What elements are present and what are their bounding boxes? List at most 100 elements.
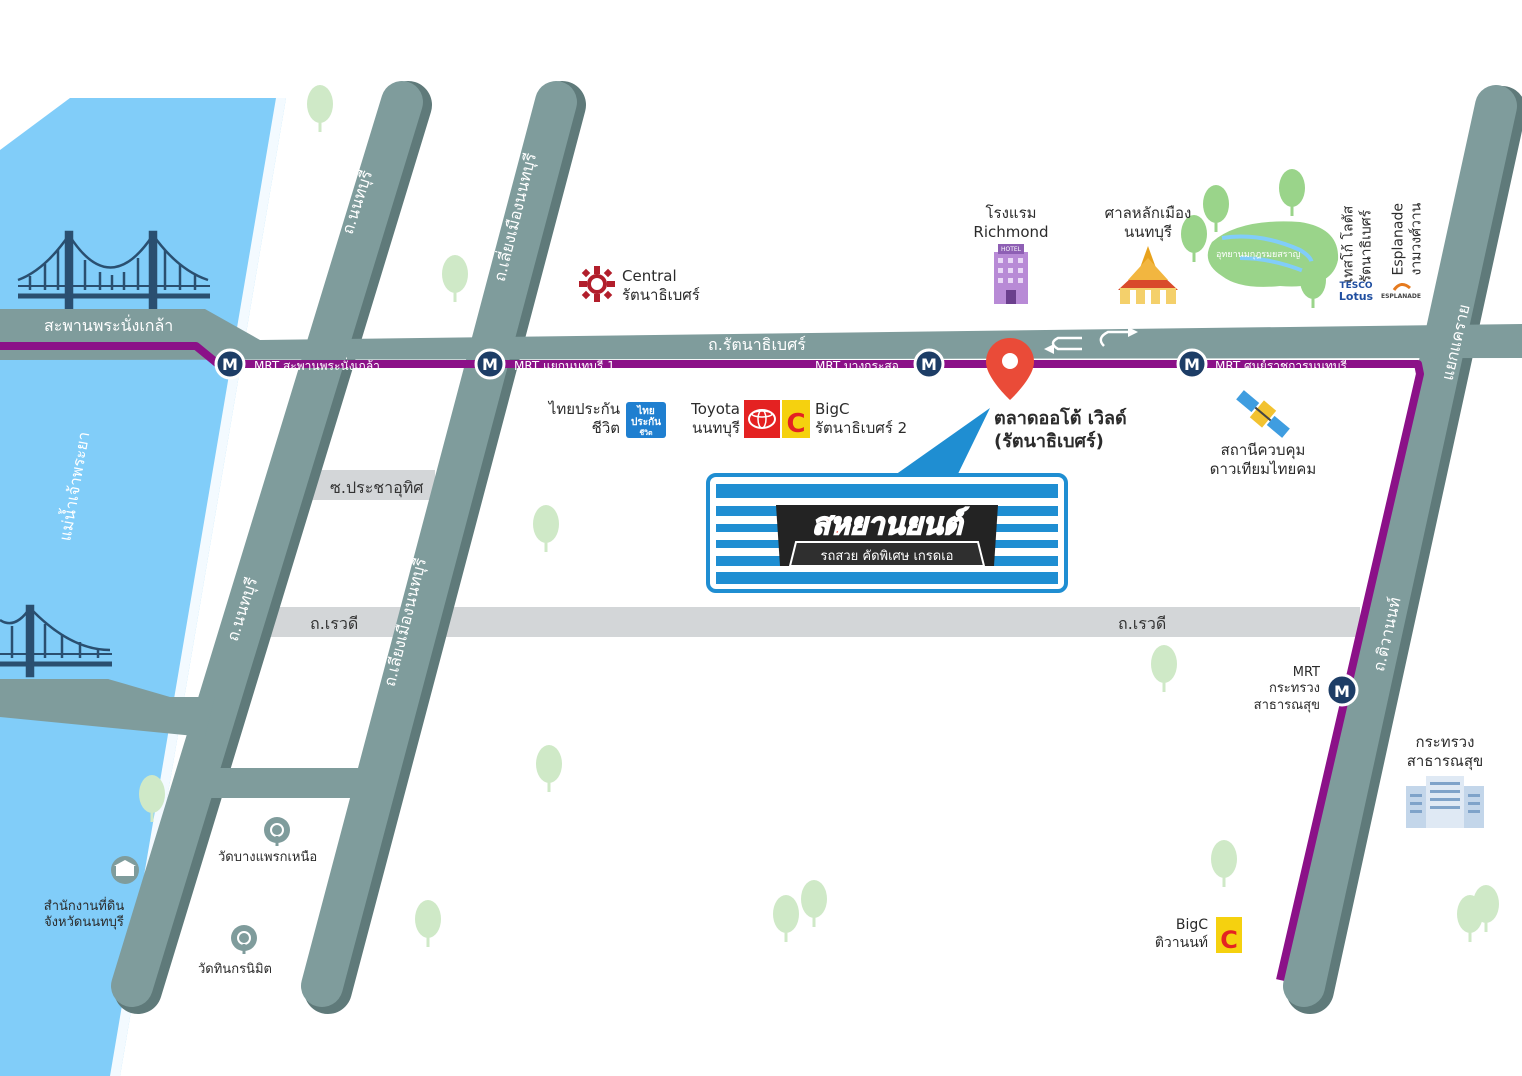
central-logo-icon bbox=[579, 266, 615, 302]
mrt-label-bang-krasor: MRT บางกระสอ bbox=[815, 359, 899, 373]
toyota-line1: Toyota bbox=[691, 400, 740, 418]
mrt-label-ministry: MRT กระทรวง สาธารณสุข bbox=[1236, 665, 1320, 714]
place-ministry: กระทรวง สาธารณสุข bbox=[1398, 733, 1492, 771]
thai-logo-text: ประกัน bbox=[631, 416, 661, 428]
land-office-icon bbox=[111, 856, 139, 884]
shrine-line2: นนทบุรี bbox=[1124, 222, 1172, 241]
dealer-sign bbox=[706, 473, 1068, 593]
mrt-station-yaek-nonthaburi bbox=[474, 348, 506, 380]
place-toyota: Toyota นนทบุรี bbox=[670, 400, 740, 438]
mrt-label-government-center: MRT ศูนย์ราชการนนทบุรี bbox=[1215, 359, 1347, 373]
lotus-logo-text: Lotus bbox=[1339, 290, 1374, 303]
mrt-ministry-line2: กระทรวง bbox=[1268, 681, 1320, 697]
place-auto-world-market: ตลาดออโต้ เวิลด์ (รัตนาธิเบศร์) bbox=[994, 408, 1127, 453]
central-name: Central bbox=[622, 267, 677, 285]
place-tesco: เทสโก้ โลตัส รัตนาธิเบศร์ bbox=[1341, 203, 1376, 283]
ministry-line2: สาธารณสุข bbox=[1406, 751, 1484, 770]
esplanade-line2: งามวงศ์วาน bbox=[1408, 202, 1424, 276]
satellite-icon bbox=[1236, 390, 1290, 438]
mrt-m-icon: M bbox=[222, 355, 238, 374]
toyota-logo-icon bbox=[744, 400, 780, 438]
shrine-icon bbox=[1118, 246, 1178, 304]
esplanade-logo-text: ESPLANADE bbox=[1381, 293, 1421, 300]
bigc-c-letter: C bbox=[786, 409, 805, 439]
richmond-line2: Richmond bbox=[973, 222, 1049, 241]
bigc-tiwanon-line2: ติวานนท์ bbox=[1154, 934, 1208, 951]
callout-pointer bbox=[888, 408, 990, 480]
bigc-line2: รัตนาธิเบศร์ 2 bbox=[815, 418, 908, 437]
tesco-line1: เทสโก้ โลตัส bbox=[1340, 205, 1357, 283]
mrt-m-icon: M bbox=[482, 355, 498, 374]
ministry-building-icon bbox=[1406, 776, 1484, 828]
dealer-tagline: รถสวย คัดพิเศษ เกรดเอ bbox=[821, 549, 954, 564]
place-bigc-tiwanon: BigC ติวานนท์ bbox=[1140, 917, 1208, 952]
temple-wheel-icon bbox=[231, 925, 257, 954]
ministry-line1: กระทรวง bbox=[1415, 733, 1475, 751]
central-branch: รัตนาธิเบศร์ bbox=[622, 285, 700, 304]
mrt-m-icon: M bbox=[1184, 355, 1200, 374]
temple-wheel-icon bbox=[264, 817, 290, 846]
satellite-line1: สถานีควบคุม bbox=[1220, 441, 1306, 459]
mrt-station-pranangklao bbox=[214, 348, 246, 380]
market-line2: (รัตนาธิเบศร์) bbox=[994, 430, 1104, 452]
dealer-name: สหยานยนต์ bbox=[812, 507, 970, 542]
mrt-ministry-line1: MRT bbox=[1292, 665, 1320, 680]
bridge-icon bbox=[17, 230, 210, 310]
bigc-tiwanon-line1: BigC bbox=[1175, 917, 1208, 933]
satellite-line2: ดาวเทียมไทยคม bbox=[1209, 459, 1317, 478]
place-bigc-ratthanathibet: BigC รัตนาธิเบศร์ 2 bbox=[815, 400, 907, 438]
mrt-station-bang-krasor bbox=[913, 348, 945, 380]
place-city-shrine: ศาลหลักเมือง นนทบุรี bbox=[1096, 204, 1200, 242]
place-land-office: สำนักงานที่ดิน จังหวัดนนทบุรี bbox=[30, 899, 138, 932]
side-roads bbox=[0, 309, 1522, 798]
hotel-sign: HOTEL bbox=[1001, 246, 1022, 253]
mrt-m-icon: M bbox=[921, 355, 937, 374]
toyota-line2: นนทบุรี bbox=[692, 418, 740, 437]
mrt-purple-line bbox=[0, 342, 1424, 981]
road-label-soi-pracha-uthit: ซ.ประชาอุทิศ bbox=[330, 478, 424, 497]
shrine-line1: ศาลหลักเมือง bbox=[1104, 204, 1192, 222]
thai-logo-text: ชีวิต bbox=[639, 429, 653, 437]
mrt-station-icons bbox=[214, 348, 1359, 707]
road-label-pranangklao-bridge: สะพานพระนั่งเกล้า bbox=[44, 316, 174, 335]
park-icon bbox=[1181, 169, 1339, 308]
richmond-line1: โรงแรม bbox=[985, 204, 1037, 222]
place-thaicom-station: สถานีควบคุม ดาวเทียมไทยคม bbox=[1196, 441, 1330, 479]
bigc-line1: BigC bbox=[815, 400, 850, 418]
mrt-ministry-line3: สาธารณสุข bbox=[1253, 697, 1320, 713]
bigc-c-letter: C bbox=[1220, 926, 1238, 954]
place-richmond: โรงแรม Richmond bbox=[962, 204, 1060, 242]
road-label-rewadee-right: ถ.เรวดี bbox=[1118, 614, 1167, 633]
mrt-label-yaek-nonthaburi: MRT แยกนนทบุรี 1 bbox=[514, 359, 615, 373]
thai-prakan-line1: ไทยประกัน bbox=[548, 400, 620, 418]
hotel-building-icon bbox=[994, 244, 1028, 304]
mrt-station-government-center bbox=[1176, 348, 1208, 380]
mrt-station-ministry bbox=[1325, 673, 1359, 707]
market-line1: ตลาดออโต้ เวิลด์ bbox=[994, 408, 1127, 429]
thai-logo-text: ไทย bbox=[636, 404, 655, 417]
u-turn-arrows-icon bbox=[1044, 327, 1138, 354]
place-wat-thin: วัดทินกรนิมิต bbox=[198, 962, 272, 977]
esplanade-logo-icon bbox=[1392, 283, 1411, 291]
thai-prakan-line2: ชีวิต bbox=[591, 418, 620, 437]
bridge-icon bbox=[0, 604, 112, 678]
place-wat-bang-phraek: วัดบางแพรกเหนือ bbox=[218, 850, 318, 865]
park-label: อุทยานมกุฎรมยสราญ bbox=[1216, 250, 1301, 260]
esplanade-line1: Esplanade bbox=[1390, 203, 1407, 276]
tesco-logo-text: TESCO bbox=[1339, 281, 1372, 291]
bigc-tiwanon-logo-icon bbox=[1216, 917, 1242, 953]
place-thai-prakan: ไทยประกัน ชีวิต bbox=[530, 400, 620, 438]
road-label-rewadee-left: ถ.เรวดี bbox=[310, 614, 359, 633]
bigc-logo-icon bbox=[782, 400, 810, 438]
place-central: Central รัตนาธิเบศร์ bbox=[622, 267, 700, 305]
land-office-line1: สำนักงานที่ดิน bbox=[43, 899, 125, 914]
land-office-line2: จังหวัดนนทบุรี bbox=[44, 915, 124, 931]
thai-prakan-logo-icon bbox=[626, 402, 666, 438]
place-esplanade: Esplanade งามวงศ์วาน bbox=[1391, 196, 1426, 276]
mrt-label-pranangklao: MRT สะพานพระนั่งเกล้า bbox=[254, 359, 380, 373]
major-roads bbox=[111, 81, 1517, 1007]
road-label-ratthanathibet: ถ.รัตนาธิเบศร์ bbox=[708, 335, 806, 354]
mrt-m-icon: M bbox=[1334, 682, 1350, 701]
location-pin-icon bbox=[986, 338, 1034, 400]
